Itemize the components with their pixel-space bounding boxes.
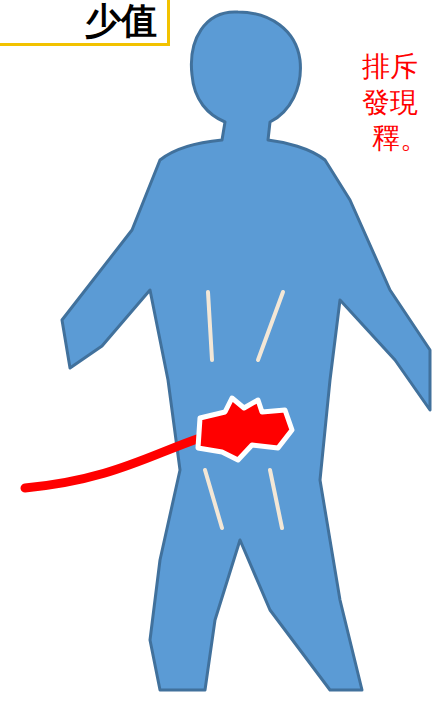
title-text: 少值 — [1, 1, 157, 41]
note-text: 發現 — [362, 88, 418, 119]
body-silhouette — [62, 12, 430, 690]
wound-line — [25, 438, 200, 488]
wound-mark — [198, 398, 292, 460]
note-text: 釋。 — [372, 124, 428, 155]
note-text: 排斥 — [362, 52, 418, 83]
title-box: 少值 — [0, 0, 170, 46]
